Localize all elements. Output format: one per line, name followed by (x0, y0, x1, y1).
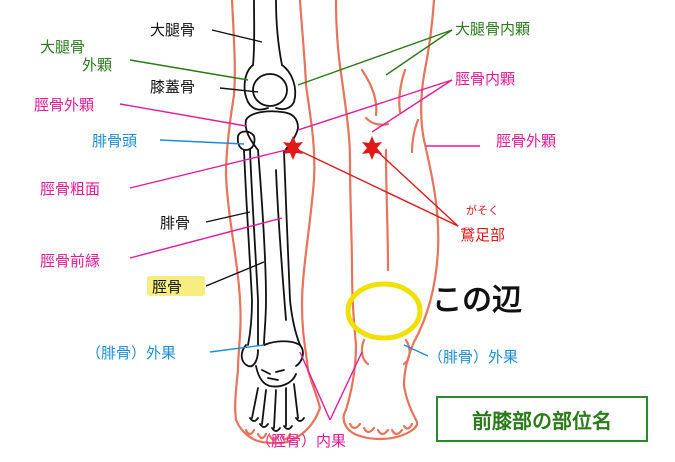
handwritten-note: この辺 (432, 283, 522, 318)
label-medial-malleolus: （脛骨）内果 (256, 432, 346, 450)
labels: 大腿骨 大腿骨 外顆 膝蓋骨 脛骨外顆 腓骨頭 脛骨粗面 腓骨 脛骨前縁 脛骨 … (34, 20, 556, 450)
label-femur: 大腿骨 (150, 21, 195, 39)
diagram-title: 前膝部の部位名 (436, 396, 648, 442)
star-markers (283, 136, 382, 160)
label-lateral-condyle-femur-line1: 大腿骨 (40, 38, 85, 56)
label-pes-anserinus-reading: がそく (466, 203, 499, 217)
leader-lines (119, 29, 480, 421)
label-lateral-condyle-tibia-right: 脛骨外顆 (496, 132, 556, 150)
label-tibia: 脛骨 (152, 278, 182, 296)
star-marker-icon (362, 136, 382, 160)
right-leg-illustration (334, 0, 440, 441)
label-tibial-tuberosity: 脛骨粗面 (40, 180, 100, 198)
tibia-label-highlight (147, 276, 205, 296)
label-fibula-head: 腓骨頭 (92, 132, 137, 150)
label-pes-anserinus: 鵞足部 (460, 226, 505, 244)
label-lateral-condyle-tibia-left: 脛骨外顆 (34, 96, 94, 114)
label-lateral-condyle-femur-line2: 外顆 (82, 56, 112, 74)
label-medial-condyle-femur: 大腿骨内顆 (455, 20, 530, 38)
label-anterior-border: 脛骨前縁 (40, 252, 100, 270)
star-marker-icon (283, 136, 303, 160)
highlight-area (345, 281, 423, 341)
label-fibula: 腓骨 (160, 214, 190, 232)
highlight-circle (345, 281, 423, 341)
patella-shape (252, 73, 288, 107)
label-medial-condyle-tibia: 脛骨内顆 (455, 70, 515, 88)
left-leg-illustration (224, 0, 322, 445)
label-patella: 膝蓋骨 (150, 78, 195, 96)
label-lateral-malleolus-left: （腓骨）外果 (86, 344, 176, 362)
label-lateral-malleolus-right: （腓骨）外果 (428, 348, 518, 366)
